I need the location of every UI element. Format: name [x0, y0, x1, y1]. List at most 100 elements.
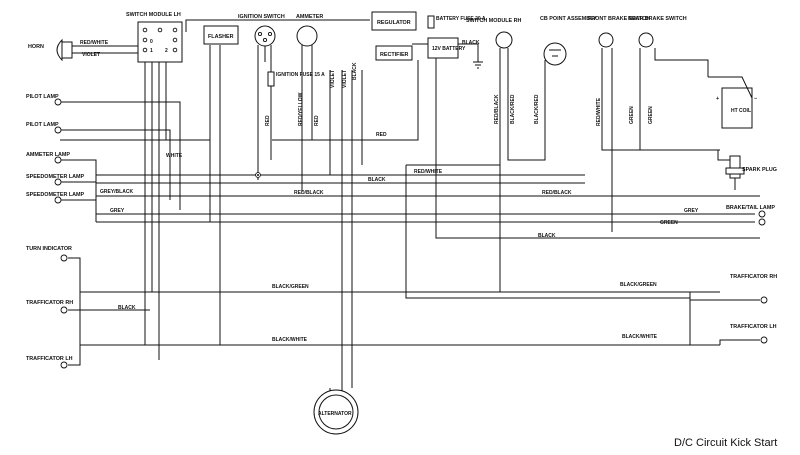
battery-label: 12V BATTERY: [432, 46, 466, 52]
wl-black-mid: BLACK: [118, 305, 136, 311]
battery-fuse-label: BATTERY FUSE 20 A: [436, 16, 486, 22]
wl-violet-horn: VIOLET: [82, 52, 100, 58]
cb-point-label: CB POINT ASSEMBLY: [540, 16, 597, 22]
pilot-lamp-2-bulb: [54, 126, 62, 134]
junctions: [255, 172, 261, 178]
cb-point-assembly: CB POINT ASSEMBLY: [540, 16, 597, 66]
wl-grey-right: GREY: [684, 208, 699, 214]
ammeter-lamp-bulb: [54, 156, 62, 164]
brake-tail-lamp-bulb-2: [758, 218, 766, 226]
ignition-fuse: IGNITION FUSE 15 A: [267, 71, 325, 87]
wl-red-white-h: RED/WHITE: [414, 169, 443, 175]
wl-green-right: GREEN: [660, 220, 678, 226]
wl-green-v1: GREEN: [629, 106, 635, 124]
brake-tail-lamp-label: BRAKE/TAIL LAMP: [726, 205, 775, 211]
flasher: FLASHER: [203, 25, 239, 45]
wl-black-batt: BLACK: [462, 40, 480, 46]
pilot-lamp-1-bulb: [54, 98, 62, 106]
diagram-title: D/C Circuit Kick Start: [674, 437, 777, 449]
wire-red-h: [272, 60, 419, 141]
wl-black-v: BLACK: [352, 62, 358, 80]
wl-red-v2: RED: [314, 115, 320, 126]
wire-pilot-1: [60, 101, 181, 210]
wl-red-black-h1: RED/BLACK: [294, 190, 324, 196]
rectifier-label: RECTIFIER: [380, 52, 409, 58]
pilot-lamp-1-label: PILOT LAMP: [26, 94, 59, 100]
wl-grey-black: GREY/BLACK: [100, 189, 133, 195]
battery-fuse: BATTERY FUSE 20 A: [427, 15, 486, 29]
wl-red-black-v: RED/BLACK: [494, 94, 500, 124]
wl-black-green-2: BLACK/GREEN: [620, 282, 657, 288]
wl-black-h2: BLACK: [538, 233, 556, 239]
alternator-label: ALTERNATOR: [318, 411, 352, 417]
wire-top-bus: [185, 19, 370, 32]
speedo-lamp-2-label: SPEEDOMETER LAMP: [26, 192, 85, 198]
lamps-left: PILOT LAMP PILOT LAMP AMMETER LAMP SPEED…: [26, 94, 85, 204]
wire-pilot-2: [60, 129, 171, 200]
trafficator-lh-right-label: TRAFFICATOR LH: [730, 324, 777, 330]
brake-tail-lamp-bulb: [758, 210, 766, 218]
wl-red-h: RED: [376, 132, 387, 138]
wl-violet-v2: VIOLET: [342, 70, 348, 88]
speedo-lamp-2-bulb: [54, 196, 62, 204]
wl-black-white-2: BLACK/WHITE: [622, 334, 658, 340]
switch-lh-label: SWITCH MODULE LH: [126, 12, 181, 18]
spark-plug-label: SPARK PLUG: [742, 167, 777, 173]
alternator: ALTERNATOR: [313, 389, 359, 435]
wire-traf-lh: [68, 345, 81, 366]
switch-module-lh: 0 1 2 SWITCH MODULE LH: [126, 12, 183, 63]
wire-coil-to-plug: [717, 150, 730, 161]
switch-pos-1: 1: [150, 48, 153, 54]
ignition-switch-label: IGNITION SWITCH: [238, 14, 285, 20]
horn-label: HORN: [28, 44, 44, 50]
wire-switch-lh-d: [165, 62, 210, 141]
wire-traf-rh-right: [689, 292, 760, 301]
ammeter-lamp-label: AMMETER LAMP: [26, 152, 70, 158]
ammeter-label: AMMETER: [296, 14, 323, 20]
wire-ammeter-lamp: [60, 159, 97, 222]
ammeter: AMMETER: [296, 14, 323, 47]
wire-batt-black: [458, 43, 479, 62]
trafficator-lh-right-bulb: [760, 336, 768, 344]
trafficator-lh-left-label: TRAFFICATOR LH: [26, 356, 73, 362]
coil-plus: +: [716, 96, 719, 102]
wire-traf-lh-right: [719, 339, 760, 345]
wire-front-brake: [601, 48, 720, 151]
ground-symbol: [473, 61, 483, 69]
rear-brake-switch: REAR BRAKE SWITCH: [628, 16, 687, 48]
trafficator-rh-left-label: TRAFFICATOR RH: [26, 300, 73, 306]
turn-indicator-label: TURN INDICATOR: [26, 246, 72, 252]
wl-black-red-v2: BLACK/RED: [534, 94, 540, 124]
switch-pos-0: 0: [150, 39, 153, 45]
ignition-fuse-label: IGNITION FUSE 15 A: [276, 72, 325, 78]
speedo-lamp-1-bulb: [54, 178, 62, 186]
ignition-switch: IGNITION SWITCH: [238, 14, 285, 47]
wl-red-black-h2: RED/BLACK: [542, 190, 572, 196]
regulator-label: REGULATOR: [377, 20, 411, 26]
switch-module-rh: SWITCH MODULE RH: [466, 18, 522, 49]
speedo-lamp-1-label: SPEEDOMETER LAMP: [26, 174, 85, 180]
wl-black-red-v: BLACK/RED: [510, 94, 516, 124]
wl-red-white-horn: RED/WHITE: [80, 40, 109, 46]
lamps-right: BRAKE/TAIL LAMP TRAFFICATOR RH TRAFFICAT…: [726, 205, 777, 344]
trafficator-rh-left-bulb: [60, 306, 68, 314]
wl-black-white-1: BLACK/WHITE: [272, 337, 308, 343]
wl-red-white-v: RED/WHITE: [596, 97, 602, 126]
trafficator-rh-right-bulb: [760, 296, 768, 304]
turn-indicator-bulb: [60, 254, 68, 262]
battery: 12V BATTERY: [427, 37, 466, 59]
coil-minus: −: [754, 96, 757, 102]
switch-pos-2: 2: [165, 48, 168, 54]
indicators-left: TURN INDICATOR TRAFFICATOR RH TRAFFICATO…: [26, 246, 73, 369]
wl-black-h1: BLACK: [368, 177, 386, 183]
switch-rh-label: SWITCH MODULE RH: [466, 18, 522, 24]
wire-black-lower: [435, 58, 760, 239]
wire-black-green: [68, 257, 720, 293]
trafficator-rh-right-label: TRAFFICATOR RH: [730, 274, 777, 280]
pilot-lamp-2-label: PILOT LAMP: [26, 122, 59, 128]
trafficator-lh-left-bulb: [60, 361, 68, 369]
ht-coil-label: HT COIL: [731, 108, 751, 114]
ht-coil: + − HT COIL: [708, 76, 757, 129]
wl-black-green-1: BLACK/GREEN: [272, 284, 309, 290]
